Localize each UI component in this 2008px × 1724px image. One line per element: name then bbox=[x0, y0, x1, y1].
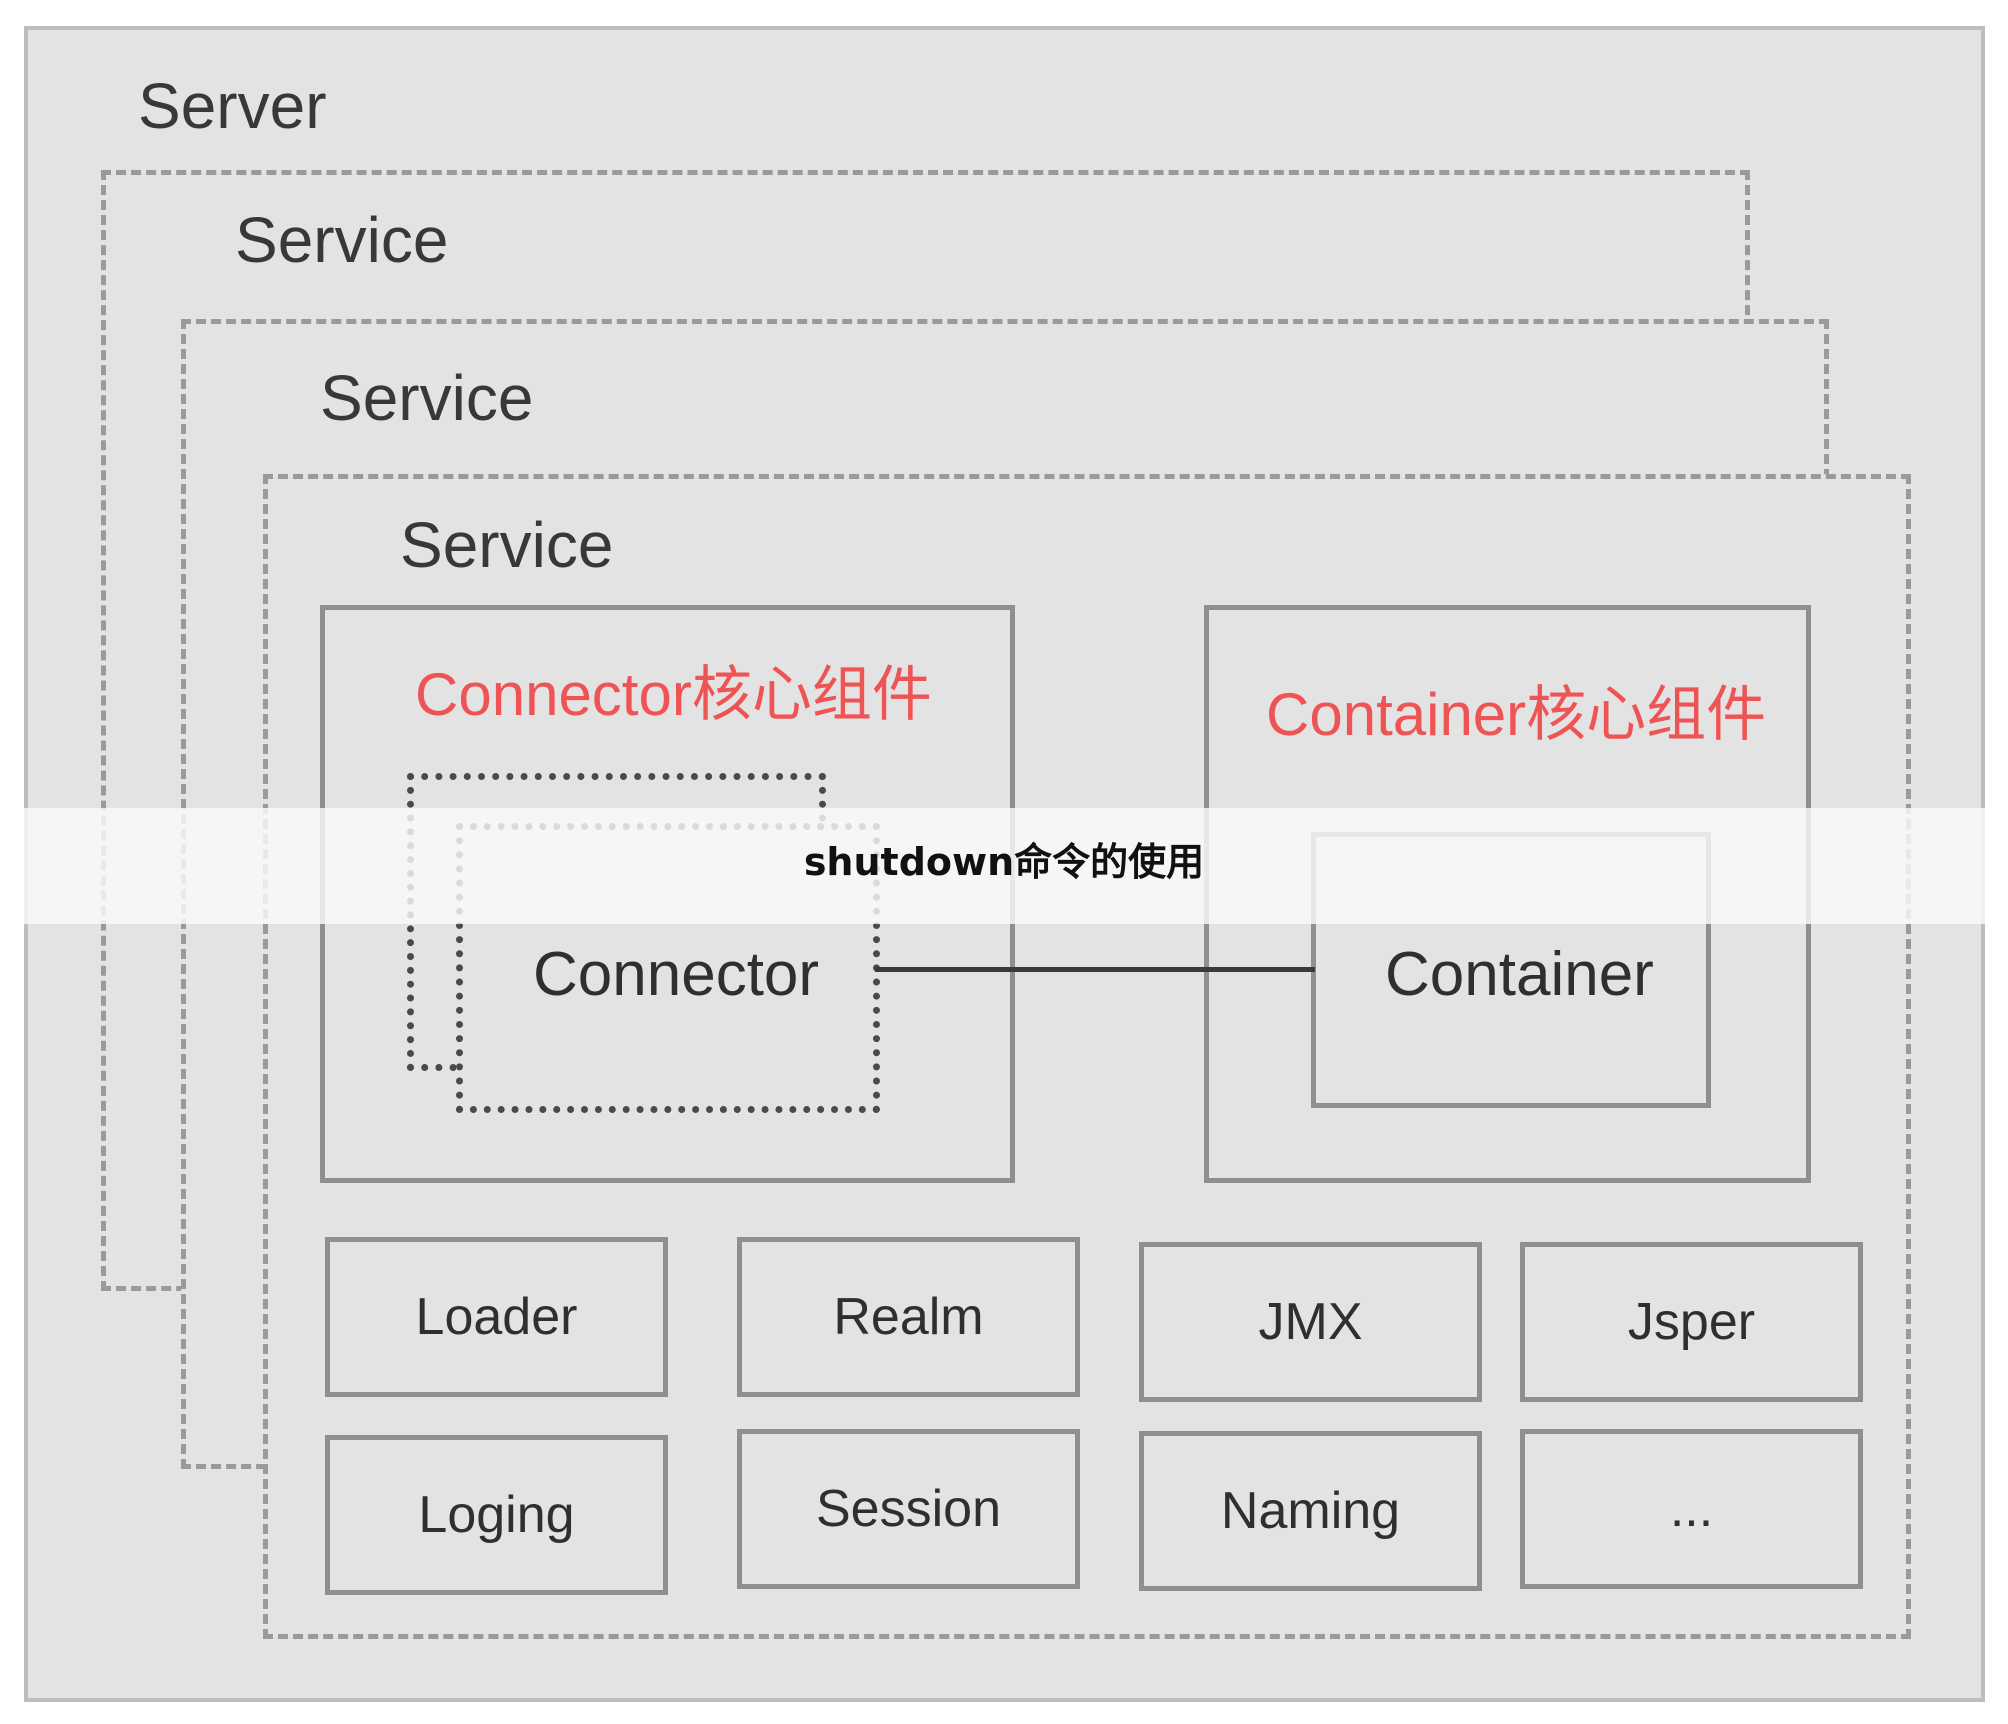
component-loader: Loader bbox=[325, 1237, 668, 1397]
service-label-3: Service bbox=[400, 509, 614, 581]
connector-label: Connector bbox=[533, 940, 820, 1009]
component-jsper: Jsper bbox=[1520, 1242, 1863, 1402]
server-label: Server bbox=[138, 70, 327, 142]
connector-container-link bbox=[875, 967, 1315, 972]
service-label-2: Service bbox=[320, 362, 534, 434]
caption-text: shutdown命令的使用 bbox=[803, 840, 1205, 884]
component-realm: Realm bbox=[737, 1237, 1080, 1397]
component-jmx: JMX bbox=[1139, 1242, 1482, 1402]
service-label-1: Service bbox=[235, 204, 449, 276]
connector-group-title: Connector核心组件 bbox=[415, 661, 932, 728]
component-loging: Loging bbox=[325, 1435, 668, 1595]
caption-band bbox=[24, 808, 1985, 924]
component-session: Session bbox=[737, 1429, 1080, 1589]
component-naming: Naming bbox=[1139, 1431, 1482, 1591]
container-group-title: Container核心组件 bbox=[1266, 681, 1767, 748]
container-label: Container bbox=[1385, 940, 1654, 1009]
component-more: ... bbox=[1520, 1429, 1863, 1589]
